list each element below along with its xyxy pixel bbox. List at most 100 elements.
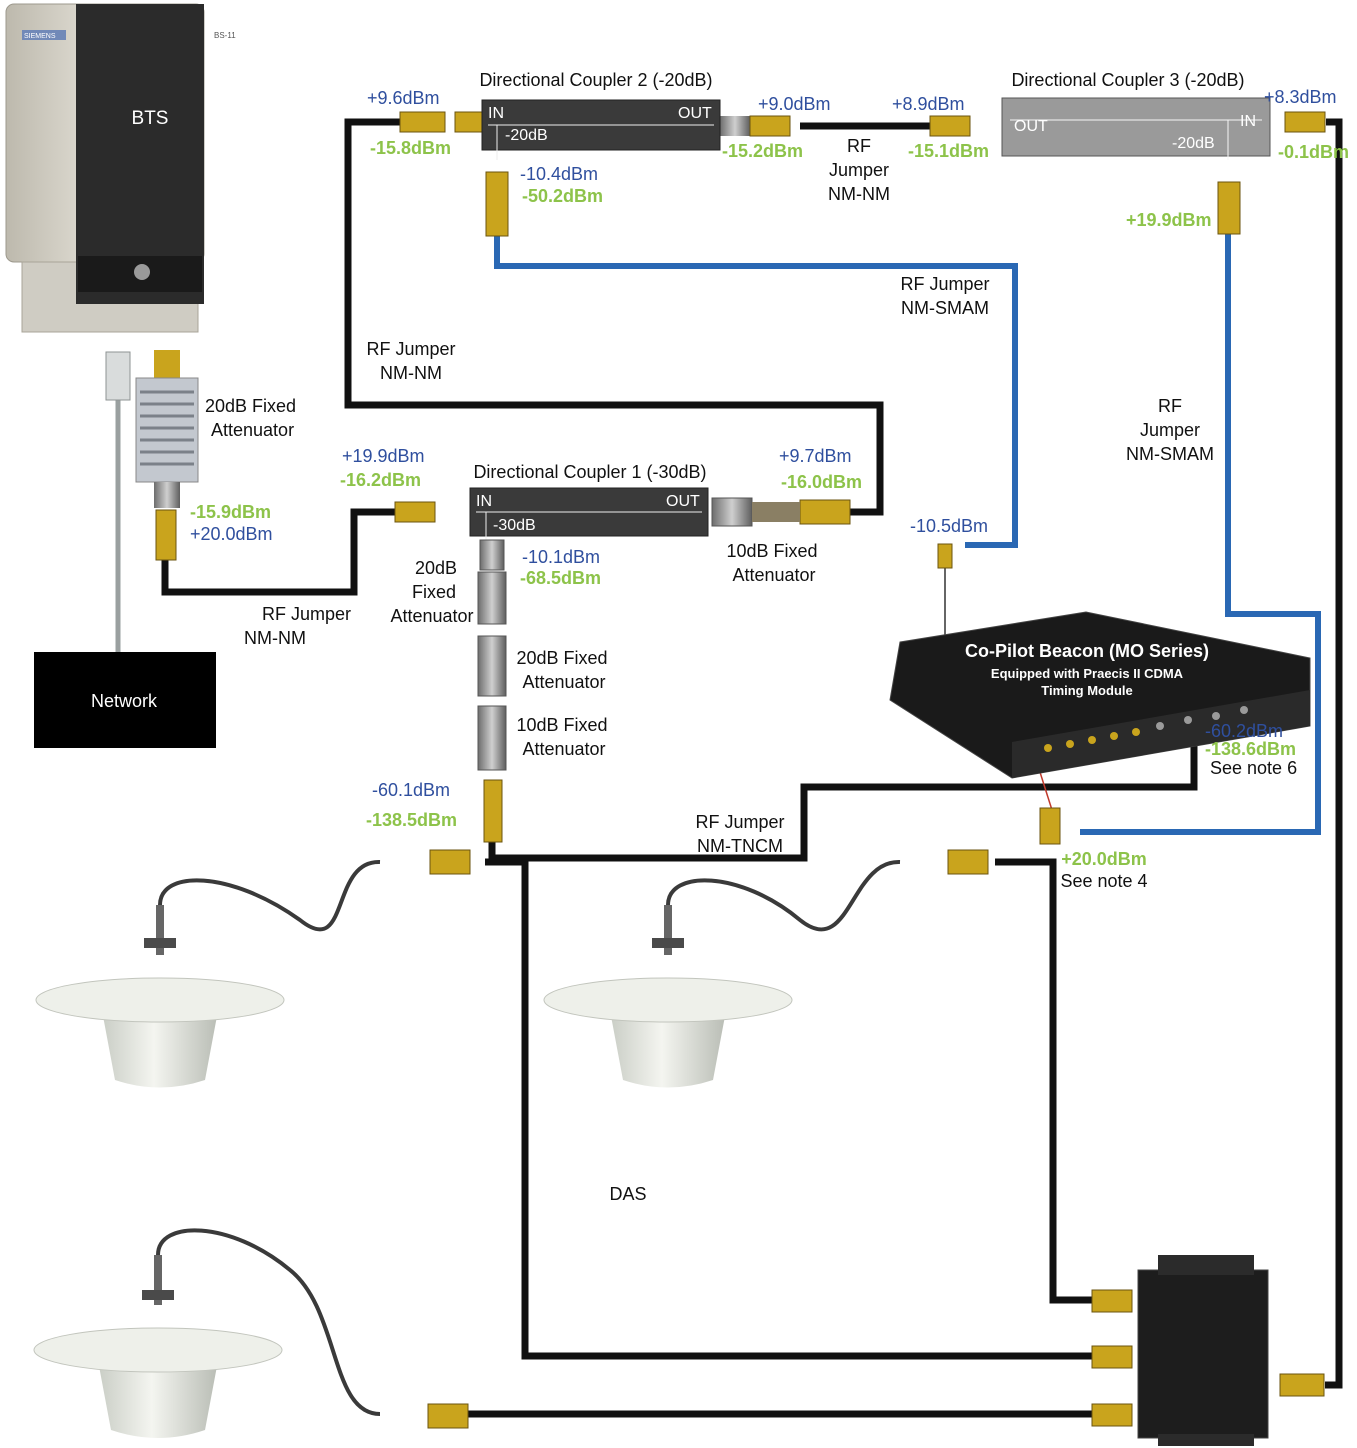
bts-model: BS-11 xyxy=(214,31,236,40)
level-c1-in-blue: +19.9dBm xyxy=(342,446,425,466)
jumper-tncm-label-2: NM-TNCM xyxy=(697,836,783,856)
level-c2-out-blue: +9.0dBm xyxy=(758,94,831,114)
cable-coupler3-to-splitter xyxy=(1325,118,1343,1389)
das-antenna-2 xyxy=(543,859,901,1088)
cable-coupler1-to-coupler2 xyxy=(344,118,884,516)
level-c2-tap-blue: -10.4dBm xyxy=(520,164,598,184)
cable-das-antenna-2 xyxy=(995,858,1092,1304)
jumper-right-label-2: Jumper xyxy=(1140,420,1200,440)
level-c3-in-blue: +8.3dBm xyxy=(1264,87,1337,107)
das-antenna-3 xyxy=(33,1228,381,1438)
jumper-bts-label-1: RF Jumper xyxy=(262,604,351,624)
das-label: DAS xyxy=(609,1184,646,1204)
jumper-tncm-label-1: RF Jumper xyxy=(695,812,784,832)
level-chain-blue: -60.1dBm xyxy=(372,780,450,800)
connector-icon xyxy=(1284,111,1326,133)
level-beacon-out-green: +20.0dBm xyxy=(1061,849,1147,869)
attenuator-body xyxy=(752,502,800,522)
level-c2-in-green: -15.8dBm xyxy=(370,138,451,158)
network-label: Network xyxy=(91,691,158,711)
cable-coupler3-tap-to-beacon xyxy=(1080,232,1321,835)
level-c3-out-green: -15.1dBm xyxy=(908,141,989,161)
coupler3-out-label: OUT xyxy=(1014,118,1048,135)
connector-icon xyxy=(155,509,177,561)
level-c1-tap-green: -68.5dBm xyxy=(520,568,601,588)
connector-icon xyxy=(799,499,851,525)
att-c-label-2: Attenuator xyxy=(522,739,605,759)
level-c3-tap-green: +19.9dBm xyxy=(1126,210,1212,230)
level-c2-in-blue: +9.6dBm xyxy=(367,88,440,108)
connector-icon xyxy=(483,779,503,843)
das-antenna-1 xyxy=(35,859,381,1088)
directional-coupler-2: IN OUT -20dB xyxy=(481,99,721,160)
level-c3-in-green: -0.1dBm xyxy=(1278,142,1349,162)
jumper-left-label-1: RF Jumper xyxy=(366,339,455,359)
coupler3-tap-label: -20dB xyxy=(1172,135,1215,152)
20db-fixed-attenuator-b xyxy=(477,635,507,697)
connector-icon xyxy=(937,543,953,569)
co-pilot-beacon xyxy=(889,611,1311,779)
level-c3-out-blue: +8.9dBm xyxy=(892,94,965,114)
das-splitter xyxy=(1137,1255,1269,1446)
connector-icon xyxy=(929,115,971,137)
bts-attenuator-label-2: Attenuator xyxy=(211,420,294,440)
coupler1-title: Directional Coupler 1 (-30dB) xyxy=(473,462,706,482)
network-box xyxy=(34,652,216,748)
connector-icon xyxy=(1091,1345,1133,1369)
beacon-subtitle-2: Timing Module xyxy=(1041,683,1132,698)
att-a-label-2: Fixed xyxy=(412,582,456,602)
jumper-right-label-3: NM-SMAM xyxy=(1126,444,1214,464)
att-a-label-1: 20dB xyxy=(415,558,457,578)
connector-icon xyxy=(1217,181,1241,235)
connector-icon xyxy=(1091,1403,1133,1427)
bts-label: BTS xyxy=(132,108,169,129)
connector-icon xyxy=(429,849,471,875)
level-c2-out-green: -15.2dBm xyxy=(722,141,803,161)
att-b-label-1: 20dB Fixed xyxy=(516,648,607,668)
level-beacon-green: -138.6dBm xyxy=(1205,739,1296,759)
note6-label: See note 6 xyxy=(1210,758,1297,778)
jumper-left-label-2: NM-NM xyxy=(380,363,442,383)
connector-icon xyxy=(1039,807,1061,845)
coupler2-tap-label: -20dB xyxy=(505,127,548,144)
connector-icon xyxy=(1091,1289,1133,1313)
cable-bts-to-coupler1 xyxy=(161,508,395,596)
connector-icon xyxy=(454,111,484,133)
level-chain-green: -138.5dBm xyxy=(366,810,457,830)
bts-unit: SIEMENS BS-11 BTS xyxy=(5,3,236,333)
directional-coupler-1: IN OUT -30dB xyxy=(469,487,709,544)
jumper-c2c3-label-1: RF xyxy=(847,136,871,156)
connector-icon xyxy=(394,501,436,523)
connector-icon xyxy=(427,1403,469,1429)
20db-fixed-attenuator-a xyxy=(477,571,507,625)
10db-fixed-attenuator-c xyxy=(477,705,507,771)
cable-coupler2-tap-to-beacon xyxy=(494,236,1018,548)
bts-lock-icon xyxy=(134,264,150,280)
coupler1-in-label: IN xyxy=(476,493,492,510)
jumper-c2c3-label-3: NM-NM xyxy=(828,184,890,204)
att-10db-label-2: Attenuator xyxy=(732,565,815,585)
coupler2-title: Directional Coupler 2 (-20dB) xyxy=(479,70,712,90)
level-c1-in-green: -16.2dBm xyxy=(340,470,421,490)
connector-icon xyxy=(947,849,989,875)
bts-brand: SIEMENS xyxy=(24,33,56,40)
att-b-label-2: Attenuator xyxy=(522,672,605,692)
directional-coupler-3: OUT IN -20dB xyxy=(1001,97,1271,160)
jumper-smam-label-1: RF Jumper xyxy=(900,274,989,294)
level-bts-blue: +20.0dBm xyxy=(190,524,273,544)
bts-attenuator-label-1: 20dB Fixed xyxy=(205,396,296,416)
att-a-label-3: Attenuator xyxy=(390,606,473,626)
connector-icon xyxy=(1279,1373,1325,1397)
note4-label: See note 4 xyxy=(1060,871,1147,891)
connectors xyxy=(155,111,1326,1429)
coupler1-tap-label: -30dB xyxy=(493,517,536,534)
connector-icon xyxy=(720,116,750,136)
coupler2-out-label: OUT xyxy=(678,105,712,122)
10db-fixed-attenuator xyxy=(711,497,753,527)
connector-icon xyxy=(485,171,509,237)
level-c1-out-green: -16.0dBm xyxy=(781,472,862,492)
jumper-smam-label-2: NM-SMAM xyxy=(901,298,989,318)
jumper-bts-label-2: NM-NM xyxy=(244,628,306,648)
cable-chain-to-beacon xyxy=(488,740,1198,862)
